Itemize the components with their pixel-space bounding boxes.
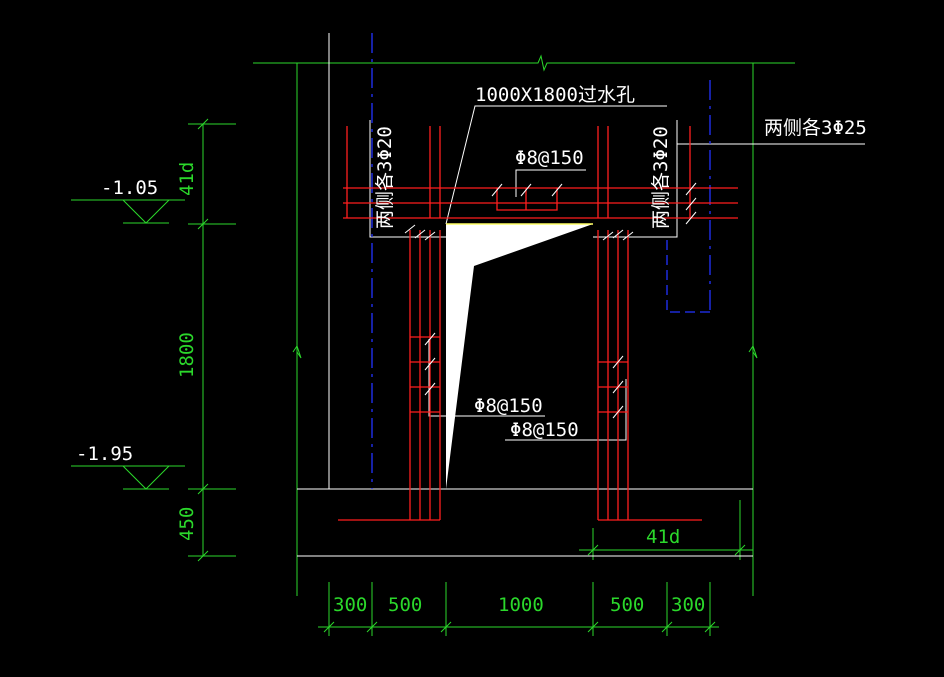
dim-left-bottom: 450	[176, 507, 198, 541]
stirrup-mid-label: Φ8@150	[474, 395, 543, 417]
dim-bottom-0: 300	[333, 594, 367, 616]
dim-left-anchor: 41d	[176, 162, 198, 196]
elevation-lower: -1.95	[76, 443, 133, 465]
bar-ticks	[404, 182, 697, 419]
dim-bottom-anchor: 41d	[646, 526, 680, 548]
dim-bottom-4: 300	[671, 594, 705, 616]
vertical-label-left: 两侧各3Φ20	[374, 126, 396, 229]
opening-label: 1000X1800过水孔	[475, 84, 635, 106]
vertical-label-right: 两侧各3Φ20	[650, 126, 672, 229]
concrete-outline	[297, 33, 865, 557]
axis-lines	[371, 33, 711, 489]
dim-bottom-1: 500	[388, 594, 422, 616]
stirrup-low-label: Φ8@150	[510, 419, 579, 441]
opening-fill	[446, 224, 593, 489]
elevation-upper: -1.05	[101, 177, 158, 199]
rebar	[338, 126, 738, 521]
dim-left-height: 1800	[176, 332, 198, 378]
side-bars-label: 两侧各3Φ25	[764, 117, 867, 139]
wall-outline	[71, 54, 795, 636]
dim-bottom-2: 1000	[498, 594, 544, 616]
dim-bottom-3: 500	[610, 594, 644, 616]
stirrup-top-label: Φ8@150	[515, 147, 584, 169]
